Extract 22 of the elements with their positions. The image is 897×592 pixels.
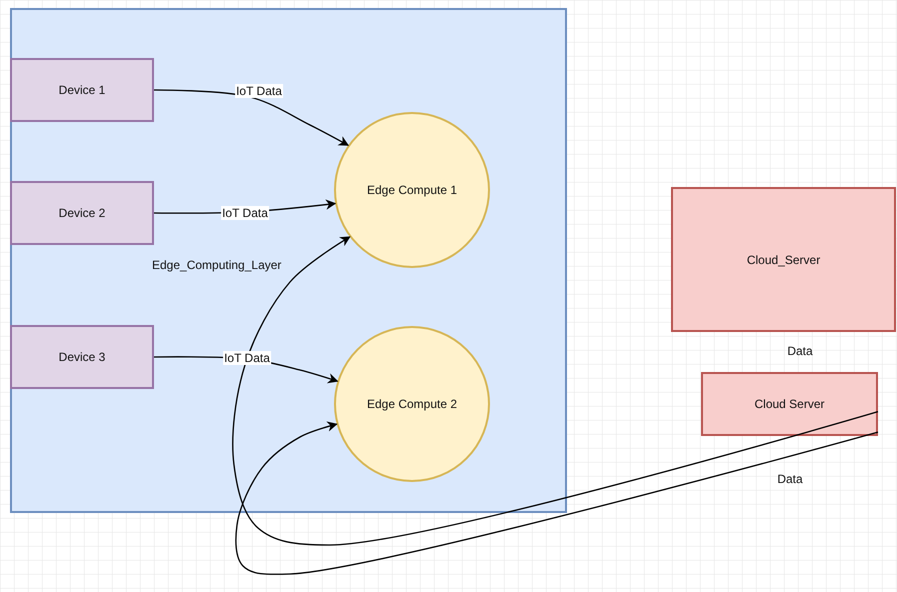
- arrow: [232, 236, 878, 546]
- node-label: Device 1: [58, 83, 106, 97]
- data-label: Data: [787, 344, 813, 358]
- node-label: Cloud_Server: [746, 252, 820, 266]
- node-label: Edge Compute 2: [366, 397, 458, 411]
- device-box: [10, 181, 154, 245]
- arrow: [235, 421, 878, 575]
- edge-label: IoT Data: [223, 351, 271, 365]
- container-label: Edge_Computing_Layer: [152, 258, 282, 272]
- node-label: Device 3: [58, 350, 106, 364]
- data-label: Data: [777, 472, 803, 486]
- edge-label: IoT Data: [221, 206, 269, 220]
- node-label: Edge Compute 1: [366, 183, 458, 197]
- node-label: Cloud Server: [754, 397, 825, 411]
- device-box: [10, 58, 154, 122]
- server-box: [671, 187, 896, 332]
- server-box: [701, 372, 878, 436]
- node-label: Device 2: [58, 206, 106, 220]
- layer-container: [10, 8, 567, 513]
- arrow: [154, 89, 350, 146]
- edge-label: IoT Data: [235, 84, 283, 98]
- device-box: [10, 325, 154, 389]
